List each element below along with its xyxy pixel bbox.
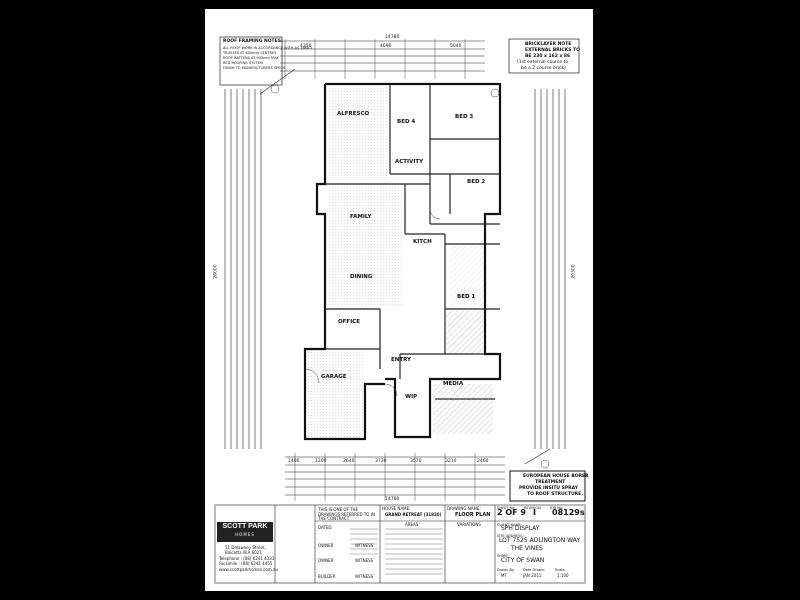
dim-top-overall: 14780 [385,35,400,40]
witness-label: WITNESS [355,543,374,548]
variations-label: VARIATIONS [457,522,481,527]
dated-label: DATED [318,525,332,530]
dim-top-seg: 4350 [300,44,312,49]
room-entry: ENTRY [391,357,412,363]
areas-label: AREAS [405,522,419,527]
dim-bottom-seg: 2640 [343,459,355,464]
company-fax: Facsimile : (08) 6241 4455 [219,561,273,566]
brick-note-line: EXTERNAL BRICKS TO [525,48,580,53]
brick-note-line: (1st external course to [517,60,569,65]
roof-note-line: TRUSSES AT 600mm CENTRES [223,51,277,55]
site-line2: THE VINES [511,545,543,552]
dim-right-overall: 20300 [571,264,577,279]
dim-bottom-overall: 14780 [385,497,400,502]
house-name: GRAND RETREAT (31820) [385,512,442,517]
roof-note-line: FINISH TO MANUFACTURERS SPECS. [223,66,287,70]
room-alfresco: ALFRESCO [337,111,370,117]
dim-bottom-seg: 3730 [375,459,387,464]
borer-note-line: TREATMENT [535,480,566,485]
dim-top-seg: 4690 [380,44,392,49]
site-line1: LOT 7525 ADLINGTON WAY [499,537,581,544]
company-logo: SCOTT PARK HOMES [217,522,273,542]
date-drawn-label: Date Drawn: [523,568,546,572]
date-drawn: JAN 2011 [523,573,542,578]
roof-note-line: ALL ROOF WORK IN ACCORDANCE WITH AS 1684… [223,46,313,50]
borer-note-line: EUROPEAN HOUSE BORER [523,474,589,479]
builder-label: BUILDER [318,574,336,579]
brick-note-line: BE 230 x 162 x 86 [525,54,571,59]
roof-notes-title: ROOF FRAMING NOTES: [223,39,283,44]
drawn-by: MT [501,573,507,578]
room-activity: ACTIVITY [395,159,424,165]
roof-note-line: ROOF BATTENS AT 900mm MAX [223,56,279,60]
revision: I [533,508,536,517]
scale: 1:100 [557,573,569,578]
roof-note-line: RED ROOFING SYSTEM [223,61,263,65]
room-office: OFFICE [338,319,361,325]
borer-note-line: TO ROOF STRUCTURE. [527,492,583,497]
dim-bottom-seg: 3210 [445,459,457,464]
brick-note-line: be a 2 course brick) [521,66,566,71]
company-suburb: Balcatta W.A 6021 [225,550,262,555]
shire-label: SHIRE: [497,554,509,558]
room-bed3: BED 3 [455,114,474,120]
sheet-no: 2 OF 9 [497,508,526,517]
owner-label-2: OWNER [318,558,334,563]
company-web: www.scottparkhomes.com.au [219,567,279,572]
drawn-by-label: Drawn By: [497,568,515,572]
borer-note-line: PROVIDE INSITU SPRAY [519,486,578,491]
dim-bottom-seg: 2460 [477,459,489,464]
house-name-label: HOUSE NAME: [382,506,411,511]
room-dining: DINING [350,274,373,280]
dim-bottom-seg: 3570 [410,459,422,464]
dim-top-seg: 5040 [450,44,462,49]
client-name: SPH DISPLAY [501,525,540,532]
room-bed2: BED 2 [467,179,486,185]
drawings-note: THIS IS ONE OF THE DRAWINGS REFERRED TO … [318,507,375,521]
room-kitch: KITCH [413,239,432,245]
job-no: 08129s [552,508,585,517]
logo-sub: HOMES [235,532,255,537]
room-family: FAMILY [350,214,372,220]
drawing-sheet: ROOF FRAMING NOTES: ALL ROOF WORK IN ACC… [205,9,593,591]
owner-label: OWNER [318,543,334,548]
sheet-no-label: SHEET No: [497,506,516,510]
drawing-name: FLOOR PLAN [455,512,491,518]
room-bed4: BED 4 [397,119,416,125]
company-tel: Telephone : (08) 6241 4333 [219,556,275,561]
drawing-name-label: DRAWING NAME: [447,506,481,511]
floor-plan-drawing [214,36,586,584]
company-address: 11 Delawney Street, [225,545,266,550]
job-no-label: JOB No: [550,506,564,510]
revision-label: REVISION [524,506,541,510]
brick-note-title: BRICKLAYER NOTE [525,42,572,47]
room-media: MEDIA [443,381,464,387]
client-label: CLIENT NAME: [497,523,522,527]
room-bed1: BED 1 [457,294,476,300]
room-wip: WIP [405,394,418,400]
dim-bottom-seg: 1400 [288,459,300,464]
room-garage: GARAGE [321,374,347,380]
logo-name: SCOTT PARK [222,523,268,530]
scale-label: Scale: [555,568,566,572]
witness-label-2: WITNESS [355,558,374,563]
site-label: SITE ADDRESS: [497,534,524,538]
dim-bottom-seg: 1200 [315,459,327,464]
dim-left-overall: 26000 [213,264,219,279]
shire: CITY OF SWAN [501,557,545,564]
witness-label-3: WITNESS [355,574,374,579]
